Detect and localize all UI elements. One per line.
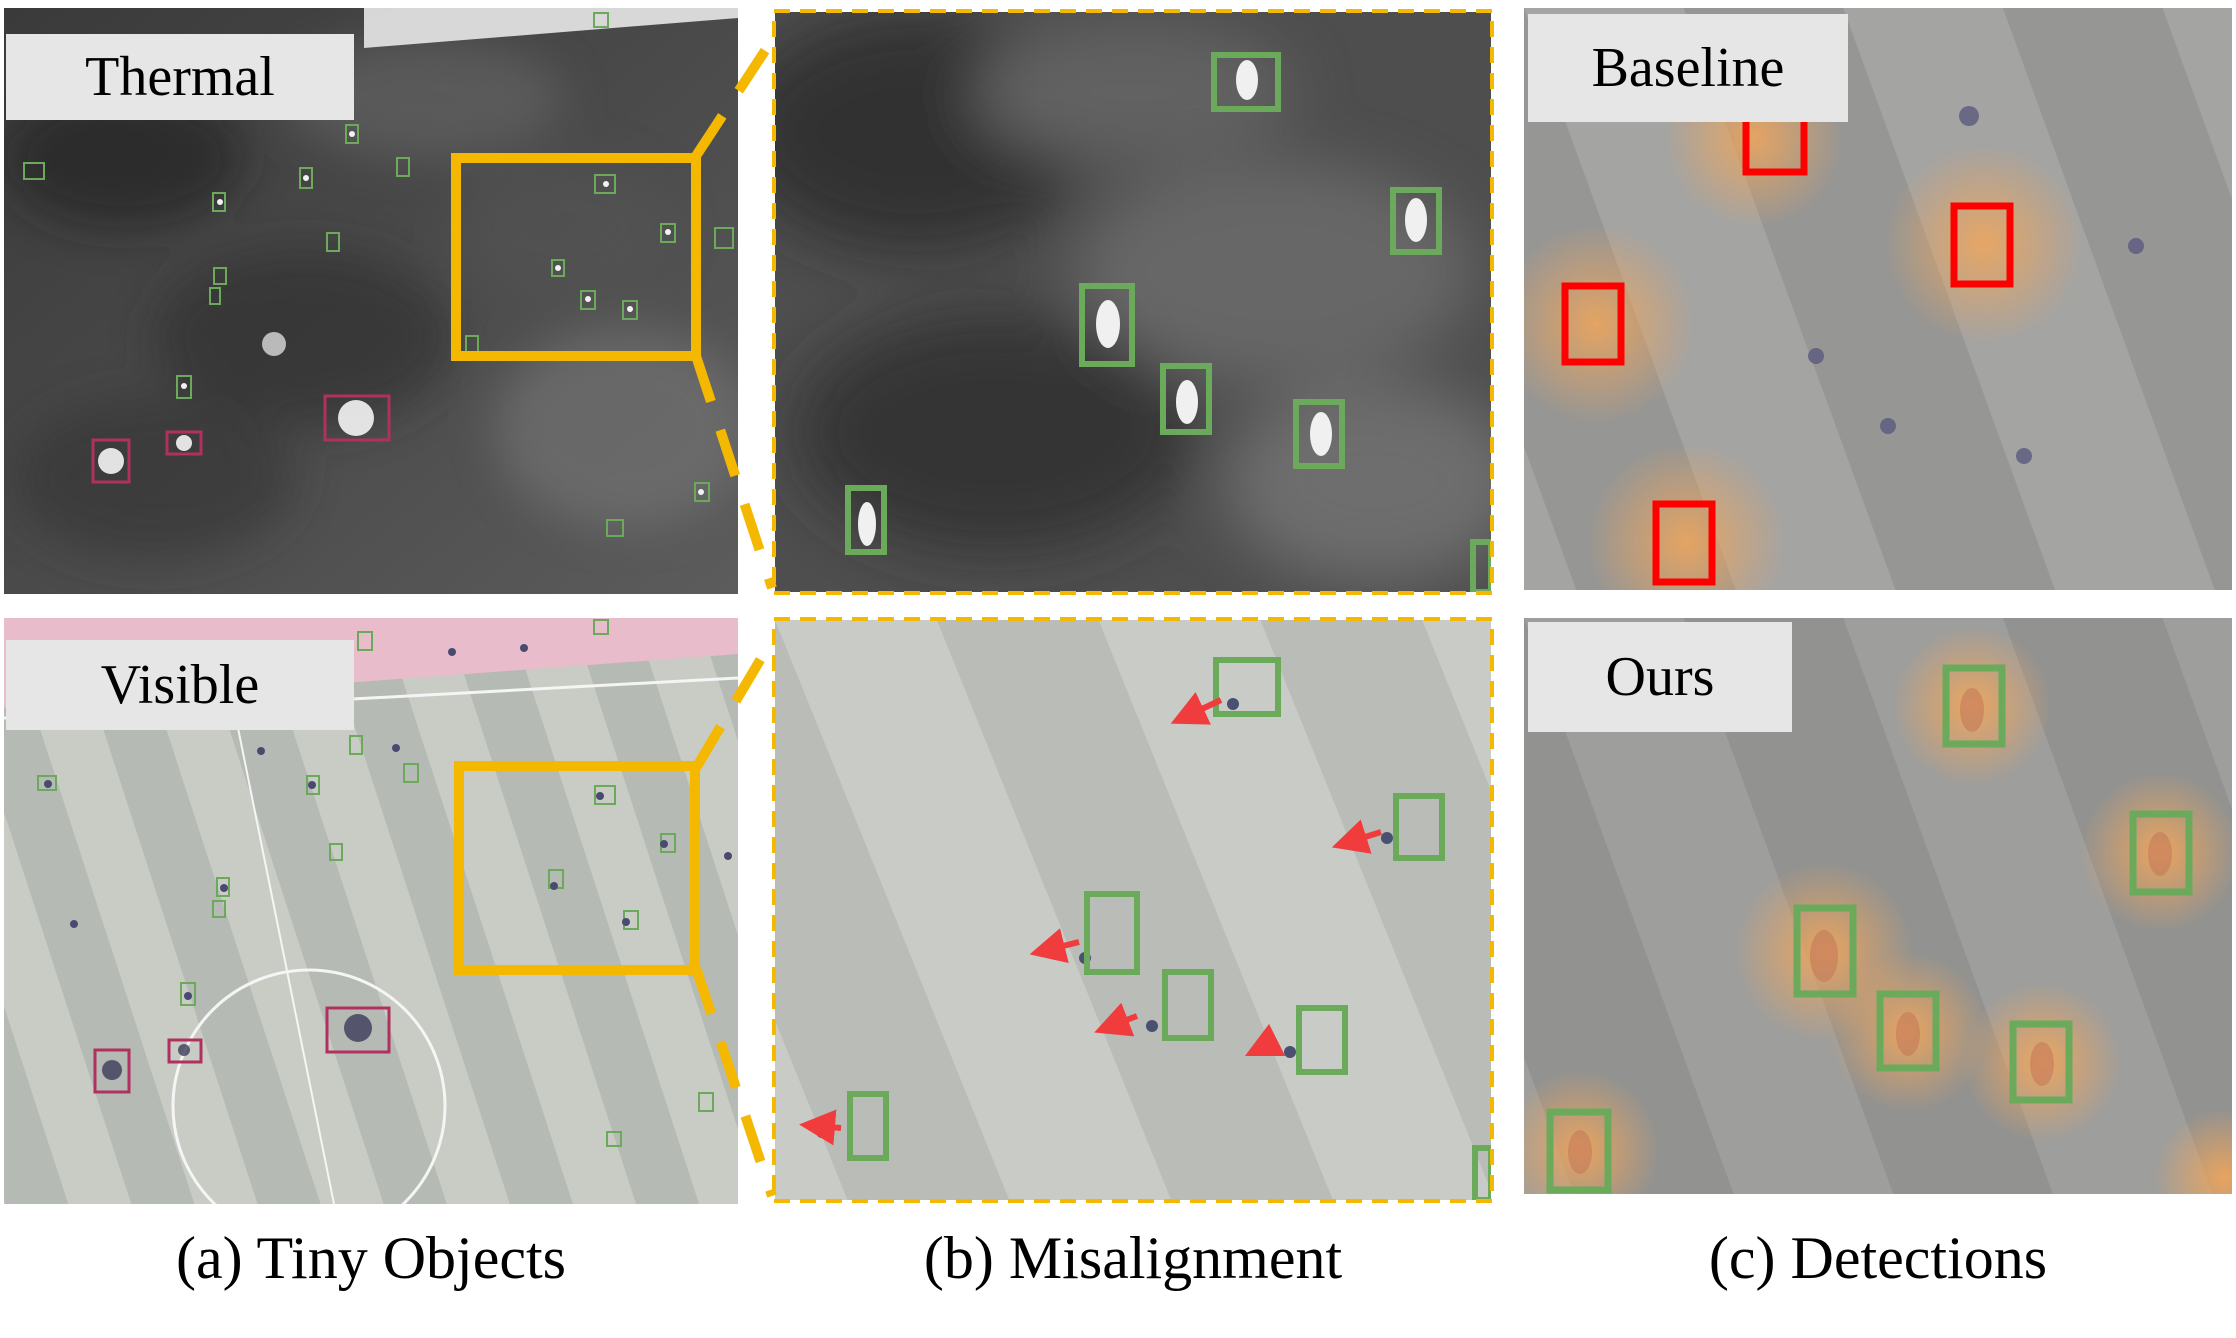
ours-label: Ours — [1528, 622, 1792, 732]
visible-zoom-panel — [775, 620, 1491, 1200]
thermal-label: Thermal — [6, 34, 354, 120]
caption-detections: (c) Detections — [1708, 1225, 2048, 1291]
thermal-zoom-panel — [775, 12, 1491, 592]
baseline-label: Baseline — [1528, 14, 1848, 122]
visible-label: Visible — [6, 640, 354, 730]
caption-misalignment: (b) Misalignment — [923, 1225, 1343, 1291]
caption-tiny-objects: (a) Tiny Objects — [176, 1225, 566, 1291]
thermal-image-panel — [4, 8, 738, 594]
